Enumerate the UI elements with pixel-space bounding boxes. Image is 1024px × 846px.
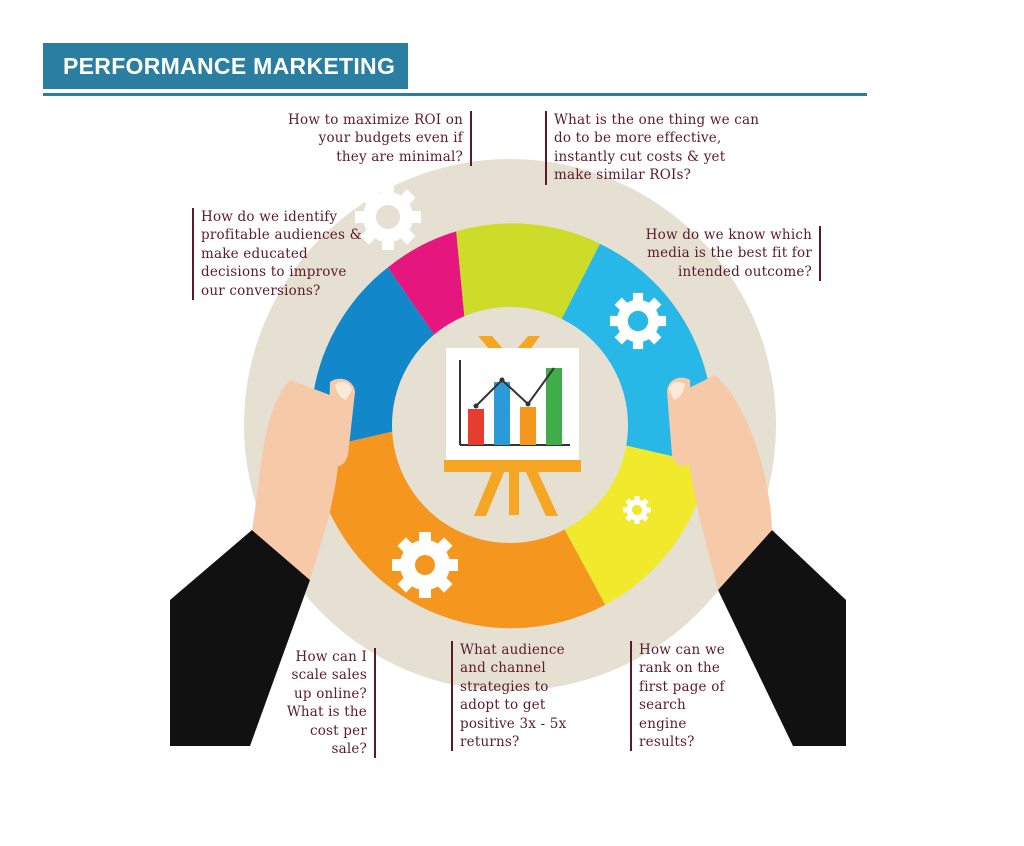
gear-icon-bottom bbox=[392, 532, 458, 598]
question-identify-audiences: How do we identify profitable audiences … bbox=[192, 208, 363, 301]
question-best-media: How do we know which media is the best f… bbox=[640, 226, 821, 282]
title-divider bbox=[43, 93, 867, 96]
question-one-thing: What is the one thing we can do to be mo… bbox=[545, 111, 764, 185]
gear-icon-right bbox=[609, 292, 667, 350]
question-maximize-roi: How to maximize ROI on your budgets even… bbox=[287, 111, 472, 167]
gear-icon-small bbox=[623, 496, 651, 524]
left-hand bbox=[170, 378, 355, 746]
chart-easel-icon bbox=[444, 336, 581, 516]
question-search-ranking: How can we rank on the first page of sea… bbox=[630, 641, 734, 752]
question-scale-sales: How can I scale sales up online? What is… bbox=[272, 648, 376, 759]
left-sleeve bbox=[170, 530, 310, 746]
page-title: PERFORMANCE MARKETING bbox=[43, 43, 408, 89]
question-channel-strategies: What audience and channel strategies to … bbox=[451, 641, 578, 752]
gear-icon-top bbox=[355, 184, 421, 250]
right-sleeve bbox=[718, 530, 846, 746]
right-hand bbox=[667, 375, 846, 746]
